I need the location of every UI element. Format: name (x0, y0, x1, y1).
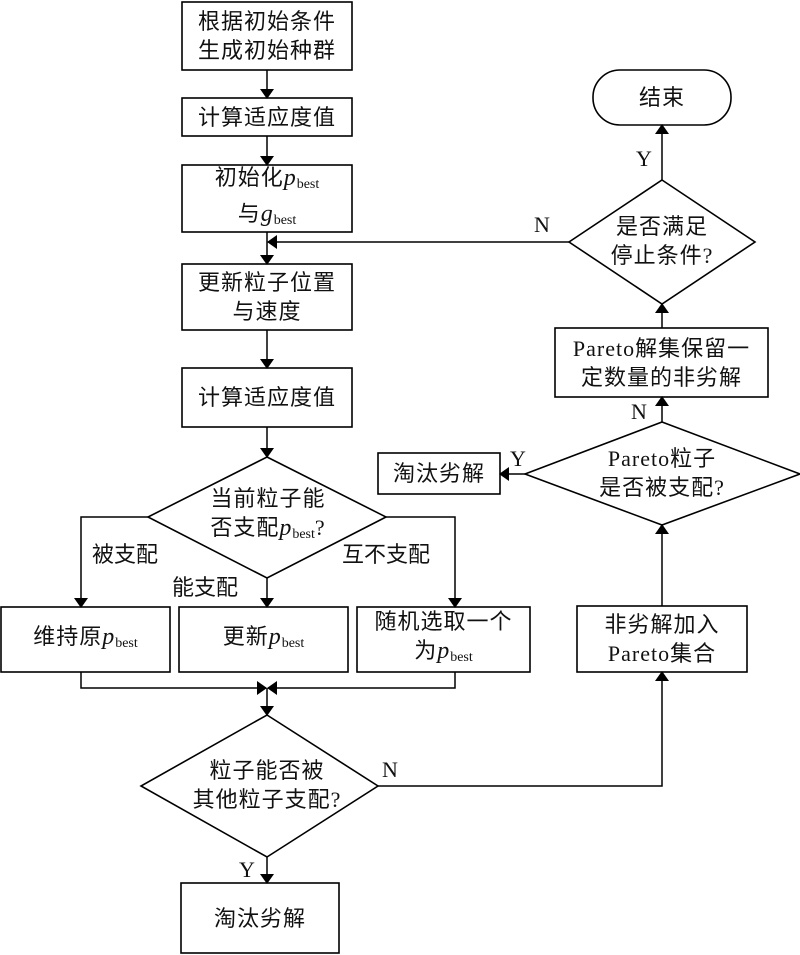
edge-merge-left (80, 672, 267, 695)
node-text-line: Pareto解集保留一 (572, 335, 751, 361)
box-random-pbest (356, 606, 531, 673)
edge-label-others-yes: Y (239, 857, 255, 882)
node-text: 与 (237, 200, 261, 226)
subscript-best: best (450, 650, 473, 665)
node-text: 维持原 (33, 623, 103, 649)
var-p: p (102, 623, 116, 650)
edge-label-pareto-no: N (631, 399, 647, 424)
node-stop-condition: 是否满足 停止条件? (597, 208, 727, 274)
node-pareto-keep: Pareto解集保留一 定数量的非劣解 (555, 328, 768, 397)
node-keep-pbest: 维持原pbest (1, 607, 170, 672)
node-dominated-by-others: 粒子能否被 其他粒子支配? (177, 752, 357, 818)
var-p: p (283, 164, 297, 191)
node-text: 初始化 (214, 164, 284, 190)
node-dominate-pbest: 当前粒子能 否支配pbest? (188, 480, 348, 552)
subscript-best: best (115, 635, 138, 651)
node-text-line: 更新粒子位置 (197, 270, 336, 295)
node-text: 计算适应度值 (197, 385, 336, 410)
node-random-pbest: 随机选取一个 为pbest (357, 607, 530, 672)
node-add-to-pareto: 非劣解加入 Pareto集合 (577, 606, 747, 672)
edge-merge-right (267, 672, 456, 695)
node-end: 结束 (593, 70, 731, 125)
subscript-best: best (281, 635, 305, 651)
var-p: p (279, 514, 293, 541)
var-g: g (260, 200, 274, 227)
subscript-best: best (292, 526, 315, 542)
node-init-best: 初始化pbest 与gbest (182, 165, 352, 232)
edge-label-dominated: 被支配 (92, 542, 159, 567)
edge-label-non-dominated: 互不支配 (342, 542, 431, 567)
edge-label-pareto-yes: Y (510, 446, 526, 471)
node-text: 更新 (222, 623, 269, 649)
edge-label-stop-yes: Y (636, 146, 652, 171)
node-calc-fitness-1: 计算适应度值 (182, 98, 352, 136)
node-text-line: 根据初始条件 (197, 9, 336, 34)
node-text-line: 是否被支配? (599, 475, 725, 500)
node-text-line: 粒子能否被 (209, 758, 325, 783)
node-discard-bottom: 淘汰劣解 (181, 883, 339, 953)
edge-label-others-no: N (382, 757, 398, 782)
node-text-line: 定数量的非劣解 (580, 364, 742, 390)
node-pareto-dominated: Pareto粒子 是否被支配? (572, 440, 752, 506)
var-p: p (437, 638, 451, 664)
node-text-line: 非劣解加入 (604, 612, 720, 637)
node-text: 淘汰劣解 (392, 461, 485, 486)
edge-label-can-dominate: 能支配 (172, 575, 239, 600)
node-text: 结束 (638, 85, 685, 110)
node-text: 为 (414, 638, 438, 663)
node-text-line: Pareto集合 (607, 641, 717, 666)
edge-dominated (74, 516, 148, 608)
node-text-line: 当前粒子能 (210, 485, 326, 511)
node-text-line: 是否满足 (615, 214, 708, 239)
node-text-line: 生成初始种群 (197, 38, 336, 63)
edge-non-dominated (386, 516, 462, 608)
node-init-population: 根据初始条件 生成初始种群 (182, 2, 352, 70)
subscript-best: best (296, 176, 320, 192)
subscript-best: best (273, 212, 297, 228)
node-text-line: 随机选取一个 (374, 609, 513, 634)
node-update-particles: 更新粒子位置 与速度 (182, 264, 352, 330)
edge-label-stop-no: N (534, 212, 550, 237)
question-mark: ? (314, 514, 326, 540)
edge-others-no (378, 671, 669, 787)
node-calc-fitness-2: 计算适应度值 (182, 368, 352, 427)
node-discard-right: 淘汰劣解 (378, 453, 500, 494)
node-text: 否支配 (210, 514, 280, 540)
node-text-line: Pareto粒子 (607, 446, 717, 471)
var-p: p (268, 623, 282, 650)
node-text-line: 与速度 (232, 299, 302, 324)
node-text: 计算适应度值 (197, 104, 336, 130)
node-text: 淘汰劣解 (213, 905, 306, 931)
node-update-pbest: 更新pbest (179, 607, 348, 672)
node-text-line: 其他粒子支配? (192, 787, 342, 812)
node-text-line: 停止条件? (610, 243, 714, 268)
